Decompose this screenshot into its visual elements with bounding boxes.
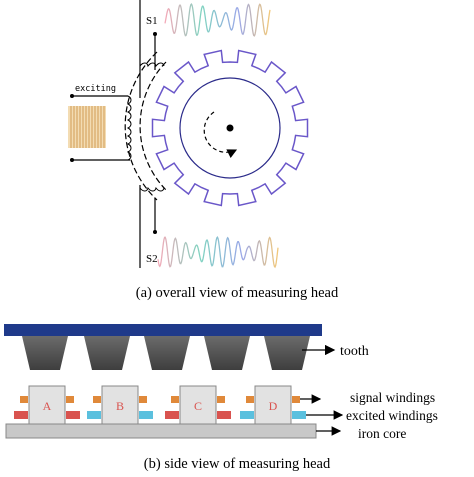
- block-label: A: [43, 399, 52, 413]
- rotor-plate: [4, 324, 322, 336]
- tooth: [84, 336, 130, 370]
- caption-b: (b) side view of measuring head: [144, 456, 331, 472]
- signal-winding: [20, 396, 28, 403]
- teeth: [22, 336, 310, 370]
- signal-coil-s1: [139, 62, 165, 68]
- block-label: D: [269, 399, 278, 413]
- label-s1: S1: [146, 15, 158, 27]
- caption-a: (a) overall view of measuring head: [136, 285, 339, 301]
- excited-winding: [139, 411, 153, 419]
- excited-winding: [87, 411, 101, 419]
- excited-winding: [66, 411, 80, 419]
- tooth: [22, 336, 68, 370]
- panel-a: S1 S2 exciting (a) overall view of measu…: [68, 0, 339, 301]
- exciting-signal-lines: [70, 106, 105, 148]
- signal-waveform-s1: [164, 2, 271, 37]
- signal-winding: [93, 396, 101, 403]
- label-s2: S2: [146, 253, 158, 265]
- tooth: [264, 336, 310, 370]
- sensor-block-b: B: [87, 385, 153, 425]
- gear-inner-circle: [179, 77, 281, 179]
- rotation-arrow: [203, 111, 238, 159]
- excited-winding: [240, 411, 254, 419]
- signal-winding: [292, 396, 300, 403]
- stator-arc-outer: [124, 51, 158, 201]
- exciting-coil: [126, 95, 132, 161]
- signal-waveform-s2: [157, 236, 279, 269]
- label-excited-windings: excited windings: [346, 408, 438, 423]
- signal-winding: [171, 396, 179, 403]
- sensor-block-d: D: [240, 385, 306, 425]
- gear-center: [226, 124, 234, 132]
- label-signal-windings: signal windings: [350, 390, 435, 405]
- signal-coil-s2: [139, 186, 165, 192]
- sensor-block-c: C: [165, 385, 231, 425]
- block-label: B: [116, 399, 124, 413]
- excited-winding: [14, 411, 28, 419]
- signal-winding: [139, 396, 147, 403]
- panel-b: A B C D too: [4, 324, 438, 472]
- toothed-gear: [151, 49, 309, 207]
- sensor-block-a: A: [14, 385, 80, 425]
- tooth: [204, 336, 250, 370]
- excited-winding: [165, 411, 179, 419]
- stator-arc-inner: [139, 61, 167, 191]
- label-exciting: exciting: [75, 84, 116, 94]
- signal-winding: [66, 396, 74, 403]
- excited-winding: [217, 411, 231, 419]
- tooth: [144, 336, 190, 370]
- iron-core: [5, 423, 317, 439]
- excited-winding: [292, 411, 306, 419]
- block-label: C: [194, 399, 202, 413]
- label-tooth: tooth: [340, 344, 369, 359]
- label-iron-core: iron core: [358, 426, 406, 441]
- signal-winding: [246, 396, 254, 403]
- signal-winding: [217, 396, 225, 403]
